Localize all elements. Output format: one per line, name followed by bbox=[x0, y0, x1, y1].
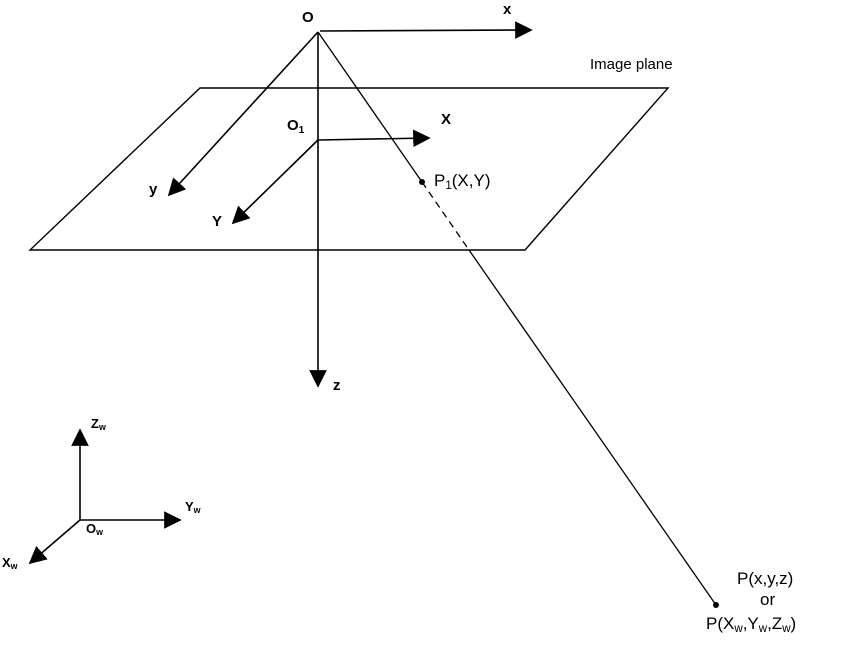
text-segment: Y bbox=[185, 499, 194, 514]
label-x-axis: x bbox=[503, 1, 512, 18]
label-Y-axis: Y bbox=[212, 213, 223, 230]
point-p bbox=[713, 602, 719, 608]
label-world-z-axis: Zw bbox=[91, 416, 106, 433]
camera-y-axis bbox=[167, 31, 319, 197]
label-point-p-xyz: P(x,y,z) bbox=[737, 569, 794, 588]
text-segment: ,Y bbox=[742, 614, 759, 633]
text-segment: (X,Y) bbox=[451, 171, 491, 190]
projection-ray-upper bbox=[317, 31, 423, 183]
label-world-origin: Ow bbox=[86, 521, 103, 538]
label-point-p1: P1(X,Y) bbox=[434, 171, 491, 193]
text-segment: P(X bbox=[706, 614, 735, 633]
projection-ray-lower bbox=[468, 249, 717, 606]
image-X-axis bbox=[317, 129, 431, 148]
text-segment-subscript: 1 bbox=[445, 180, 452, 193]
text-segment-subscript: w bbox=[96, 527, 103, 538]
text-segment: ,Z bbox=[767, 614, 783, 633]
label-X-axis: X bbox=[441, 111, 452, 128]
text-segment: ) bbox=[790, 614, 797, 633]
text-segment-subscript: w bbox=[734, 623, 743, 636]
text-segment-subscript: w bbox=[98, 422, 106, 433]
text-segment: P bbox=[434, 171, 446, 190]
text-segment-subscript: w bbox=[193, 505, 201, 516]
point-p1 bbox=[419, 179, 425, 185]
text-segment: O bbox=[86, 521, 97, 536]
label-camera-origin: O bbox=[302, 9, 314, 26]
text-segment-subscript: w bbox=[782, 623, 791, 636]
image-plane-outline bbox=[28, 87, 670, 251]
label-image-plane: Image plane bbox=[590, 56, 673, 73]
label-point-p-world: P(Xw,Yw,Zw) bbox=[706, 614, 797, 636]
camera-x-axis bbox=[319, 21, 533, 39]
label-world-x-axis: Xw bbox=[2, 555, 18, 572]
label-point-p-or: or bbox=[760, 590, 776, 609]
label-world-y-axis: Yw bbox=[185, 499, 201, 516]
text-segment: O bbox=[287, 117, 299, 134]
projection-ray-dashed bbox=[421, 181, 470, 251]
label-y-axis: y bbox=[149, 181, 158, 198]
image-Y-axis bbox=[231, 139, 319, 225]
text-segment-subscript: 1 bbox=[298, 124, 305, 136]
text-segment: X bbox=[2, 555, 11, 570]
label-z-axis: z bbox=[333, 377, 341, 394]
text-segment-subscript: w bbox=[10, 561, 18, 572]
world-x-axis bbox=[28, 519, 81, 565]
label-image-origin: O1 bbox=[287, 117, 305, 136]
text-segment-subscript: w bbox=[758, 623, 768, 636]
text-segment: Z bbox=[91, 416, 99, 431]
